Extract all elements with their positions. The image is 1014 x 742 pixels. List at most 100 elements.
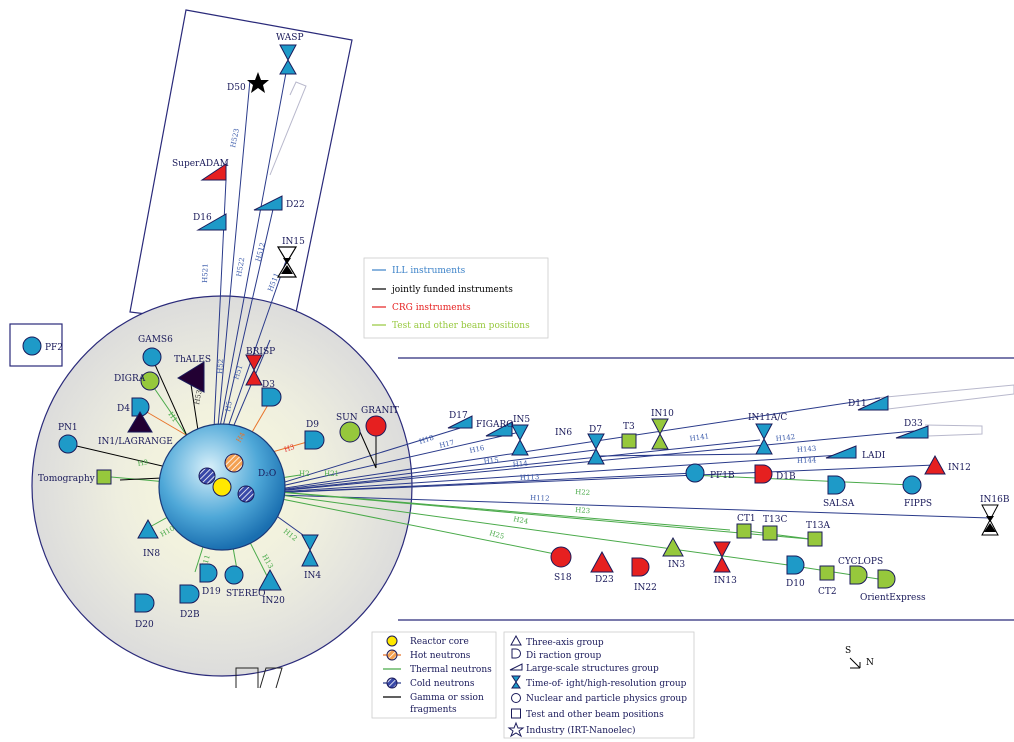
instrument-ladi[interactable]: LADI — [825, 445, 886, 461]
instrument-ct1[interactable]: CT1 — [736, 514, 756, 539]
instrument-figaro[interactable]: FIGARO — [476, 420, 514, 437]
instrument-thales[interactable]: ThALES — [174, 355, 211, 393]
instrument-salsa[interactable]: SALSA — [823, 475, 855, 509]
instrument-cyclops[interactable]: CYCLOPS — [838, 557, 883, 585]
instrument-in5[interactable]: IN5 — [511, 415, 530, 456]
svg-text:IN4: IN4 — [304, 571, 321, 581]
instrument-pf1b[interactable]: PF1B — [685, 463, 735, 483]
instrument-d17[interactable]: D17 — [447, 411, 473, 429]
instrument-in3[interactable]: IN3 — [662, 536, 685, 570]
instrument-tomography[interactable]: Tomography — [38, 469, 112, 485]
instrument-d1b[interactable]: D1B — [754, 464, 796, 484]
svg-text:GAMS6: GAMS6 — [138, 335, 173, 345]
beam-label: H16 — [469, 444, 486, 455]
svg-text:PF2: PF2 — [45, 343, 63, 353]
group-legend: Three-axis group Di raction group Large-… — [503, 631, 695, 739]
instrument-in15[interactable]: IN15 — [276, 237, 305, 278]
svg-text:IN16B: IN16B — [980, 495, 1010, 505]
svg-text:SuperADAM: SuperADAM — [172, 159, 229, 169]
beam-label: H523 — [229, 128, 241, 149]
instrument-digrav[interactable]: DIGRA — [114, 371, 160, 391]
beam-label: H23 — [575, 506, 591, 515]
svg-text:CT2: CT2 — [818, 587, 837, 597]
beam-label: H113 — [520, 473, 540, 482]
instrument-fipps[interactable]: FIPPS — [902, 475, 932, 509]
instrument-s18[interactable]: S18 — [550, 546, 572, 583]
instrument-sun[interactable]: SUN — [336, 413, 361, 443]
instrument-d9[interactable]: D9 — [304, 420, 325, 450]
legend-diffraction: Di raction group — [526, 651, 602, 661]
instrument-pn1[interactable]: PN1 — [58, 423, 78, 454]
svg-text:D16: D16 — [193, 213, 212, 223]
instrument-in10[interactable]: IN10 — [651, 409, 674, 450]
instrument-brisp[interactable]: BRISP — [245, 347, 275, 386]
instrument-in8[interactable]: IN8 — [137, 518, 160, 559]
instrument-d20[interactable]: D20 — [134, 593, 155, 630]
instrument-d23[interactable]: D23 — [590, 550, 614, 585]
instrument-in22[interactable]: IN22 — [631, 557, 657, 593]
svg-text:OrientExpress: OrientExpress — [860, 593, 926, 603]
instrument-wasp[interactable]: WASP — [276, 33, 304, 75]
instrument-d19[interactable]: D19 — [199, 563, 221, 597]
instrument-in16b[interactable]: IN16B — [980, 495, 1010, 536]
instrument-d2b[interactable]: D2B — [179, 584, 200, 620]
legend-thermal: Thermal neutrons — [410, 665, 492, 675]
reactor: D₂O — [158, 423, 286, 551]
instrument-d33[interactable]: D33 — [895, 419, 929, 439]
instrument-d50[interactable]: D50 — [227, 72, 269, 93]
reactor-label: D₂O — [258, 469, 276, 479]
compass: S N — [845, 646, 874, 669]
instrument-d10[interactable]: D10 — [786, 555, 805, 589]
svg-text:DIGRA: DIGRA — [114, 374, 146, 384]
beam-label: H9 — [137, 458, 149, 468]
svg-text:GRANIT: GRANIT — [361, 406, 399, 416]
instrument-granit[interactable]: GRANIT — [361, 406, 399, 437]
legend-large-scale: Large-scale structures group — [526, 664, 659, 674]
beam-labels: H523 H521 H522 H512 H511 H52 H53 H51 H5 … — [137, 128, 817, 571]
instrument-d16[interactable]: D16 — [193, 213, 227, 231]
svg-text:IN22: IN22 — [634, 583, 657, 593]
instrument-t13c[interactable]: T13C — [762, 515, 787, 541]
instrument-d11[interactable]: D11 — [848, 395, 889, 411]
instrument-superadam[interactable]: SuperADAM — [172, 159, 229, 181]
instrument-orientexpress[interactable]: OrientExpress — [860, 569, 926, 603]
legend-tof: Time-of- ight/high-resolution group — [526, 679, 687, 689]
legend-test-positions: Test and other beam positions — [526, 710, 664, 720]
instrument-gams6[interactable]: GAMS6 — [138, 335, 173, 367]
legend-hot: Hot neutrons — [410, 651, 471, 661]
svg-text:D4: D4 — [117, 404, 130, 414]
instrument-d3[interactable]: D3 — [261, 380, 282, 407]
svg-text:IN1/LAGRANGE: IN1/LAGRANGE — [98, 437, 173, 447]
svg-text:IN11A/C: IN11A/C — [748, 413, 787, 423]
instrument-t13a[interactable]: T13A — [806, 521, 830, 547]
instrument-in13[interactable]: IN13 — [713, 541, 737, 586]
instrument-d7[interactable]: D7 — [587, 425, 605, 465]
legend-gamma-2: fragments — [410, 705, 457, 715]
compass-s: S — [845, 646, 851, 656]
instrument-in12[interactable]: IN12 — [924, 454, 971, 475]
beam-label: H3 — [283, 443, 296, 454]
svg-text:D9: D9 — [306, 420, 319, 430]
instrument-stereo[interactable]: STEREO — [224, 565, 265, 599]
beam-label: H22 — [575, 488, 591, 497]
instrument-in11[interactable]: IN11A/C — [748, 413, 787, 455]
legend-crg: CRG instruments — [392, 303, 471, 313]
instrument-t3[interactable]: T3 — [621, 422, 637, 449]
instrument-in20[interactable]: IN20 — [258, 568, 285, 606]
svg-text:D11: D11 — [848, 399, 867, 409]
legend-joint: jointly funded instruments — [391, 285, 513, 295]
svg-text:IN15: IN15 — [282, 237, 305, 247]
instrument-pf2[interactable]: PF2 — [22, 336, 63, 356]
instrument-in1[interactable]: IN1/LAGRANGE — [98, 411, 173, 447]
svg-text:S18: S18 — [554, 573, 572, 583]
beam-label: H24 — [513, 515, 530, 526]
svg-text:IN10: IN10 — [651, 409, 674, 419]
svg-text:Tomography: Tomography — [38, 474, 96, 484]
instrument-in4[interactable]: IN4 — [301, 534, 321, 581]
svg-text:IN12: IN12 — [948, 463, 971, 473]
instrument-d22[interactable]: D22 — [253, 195, 305, 211]
svg-text:D10: D10 — [786, 579, 805, 589]
svg-text:FIPPS: FIPPS — [904, 499, 932, 509]
instrument-ct2[interactable]: CT2 — [818, 565, 837, 597]
